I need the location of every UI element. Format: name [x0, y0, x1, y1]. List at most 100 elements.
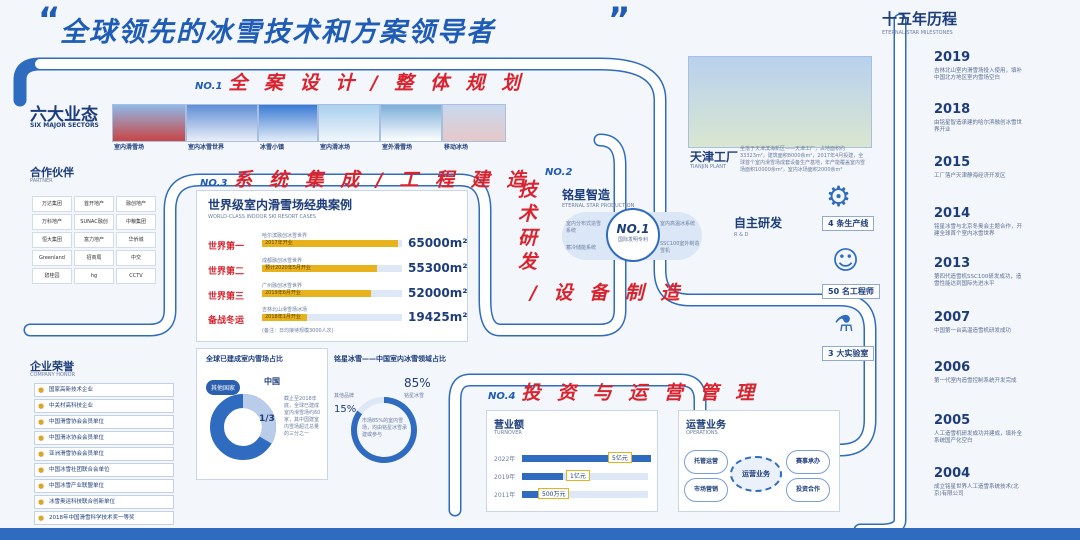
partner-logo: 首开地产 [74, 196, 114, 212]
partner-logo: 万科地产 [32, 214, 72, 230]
milestone-year: 2019 [934, 50, 971, 65]
pie-china-slice [242, 394, 276, 444]
case-area: 65000m² [408, 236, 468, 250]
mingxing-sub: ETERNAL STAR PRODUCTION [562, 203, 635, 209]
partner-logo: CCTV [116, 268, 156, 284]
plant-sub: TIANJIN PLANT [690, 164, 727, 170]
revenue-bar-fill [522, 455, 651, 462]
operations-item: 投资合作 [786, 478, 830, 502]
sector-image-6 [442, 104, 506, 142]
case-name: 广州融创冰雪世界 [262, 283, 303, 289]
operations-item: 托管运营 [684, 450, 728, 474]
honor-item: 国家高新技术企业 [34, 383, 174, 397]
milestone-year: 2018 [934, 102, 971, 117]
partner-logo: hg [74, 268, 114, 284]
case-bar-fill: 预计2020年5月开业 [262, 265, 377, 272]
partner-logo: 融创地产 [116, 196, 156, 212]
mingxing-center: NO.1 国际发明专利 [606, 208, 660, 262]
milestone-text: 第一代室内造雪控制系统开发完成 [934, 378, 1017, 384]
partners-title: 合作伙伴 [30, 166, 74, 179]
revenue-year: 2011年 [494, 492, 516, 499]
milestone-year: 2006 [934, 360, 971, 375]
milestone-text: 工厂落户天津静海经济开发区 [934, 173, 1006, 179]
revenue-title: 营业额 [494, 420, 524, 431]
sector-image-3 [258, 104, 318, 142]
milestone-text: 第四代造雪机SSC100研发成功，造雪性能达到国际先进水平 [934, 274, 1022, 287]
case-bar-fill: 2019年6月开业 [262, 290, 371, 297]
engineer-icon: ☺ [832, 246, 860, 276]
partner-logo: Greenland [32, 250, 72, 266]
milestone-text: 铭星冰雪与北京冬奥会主题合作，开建全球首个室内冰雪世界 [934, 224, 1023, 237]
cases-note: (备注：日均接待规模3000人次) [262, 328, 334, 334]
sector-label: 冰雪小镇 [260, 144, 285, 151]
partner-logo: 碧桂园 [32, 268, 72, 284]
honor-item: 中关村高科技企业 [34, 399, 174, 413]
stage-2-no: NO.2 [545, 167, 573, 178]
case-rank: 世界第三 [208, 292, 245, 302]
sector-image-2 [186, 104, 258, 142]
rd-title: 自主研发 [734, 216, 783, 230]
share-donut [351, 397, 417, 463]
open-quote: “ [38, 0, 61, 40]
milestone-year: 2004 [934, 466, 971, 481]
revenue-label: 5亿元 [608, 452, 632, 463]
milestone-year: 2013 [934, 256, 971, 271]
revenue-year: 2022年 [494, 456, 516, 463]
case-name: 哈尔滨融创冰雪世界 [262, 233, 308, 239]
stage-2-vertical: 技 术 研 发 [518, 179, 543, 273]
rd-item: 4 条生产线 [822, 216, 875, 231]
share-big-label: 铭星冰雪 [404, 393, 425, 399]
milestone-text: 成立铭星世界人工造雪系统技术(北京)有限公司 [934, 484, 1019, 497]
partner-logo: 中交 [116, 250, 156, 266]
operations-sub: OPERATIONS [686, 430, 718, 436]
sector-label: 室内冰雪世界 [188, 144, 225, 151]
cases-title: 世界级室内滑雪场经典案例 [208, 198, 353, 212]
pie-china-label: 中国 [264, 377, 280, 386]
rd-item: 3 大实验室 [822, 346, 875, 361]
partner-logo: 恒大集团 [32, 232, 72, 248]
partners-sub: PARTNER [30, 178, 53, 184]
six-sectors-sub: SIX MAJOR SECTORS [30, 122, 99, 129]
page-title: 全球领先的冰雪技术和方案领导者 [60, 17, 495, 48]
honor-item: 中国滑冰协会会员单位 [34, 431, 174, 445]
partner-logo: 华侨城 [116, 232, 156, 248]
case-area: 55300m² [408, 261, 468, 275]
milestone-year: 2007 [934, 310, 971, 325]
close-quote: ” [608, 0, 631, 40]
mingxing-item: 室内分布式造雪系统 [566, 221, 602, 234]
revenue-sub: TURNOVER [494, 430, 522, 436]
honor-item: 亚洲滑雪协会会员单位 [34, 447, 174, 461]
pie-text: 截止至2018年底，全球已建成室内滑雪场约60家，其中国建室内雪场超过总量的三分… [284, 396, 321, 437]
case-rank: 备战冬运 [208, 316, 245, 326]
partner-logo: 富力地产 [74, 232, 114, 248]
revenue-year: 2019年 [494, 474, 516, 481]
pie-title: 全球已建成室内雪场占比 [206, 355, 283, 363]
revenue-bar-fill [522, 491, 538, 498]
sector-image-1 [112, 104, 186, 142]
partner-logo: 中粮集团 [116, 214, 156, 230]
milestone-text: 中国第一台高温造雪机研发成功 [934, 328, 1012, 334]
revenue-bar-track [522, 491, 648, 498]
case-area: 19425m² [408, 310, 468, 324]
honor-item: 中国冰雪产业联盟单位 [34, 479, 174, 493]
plant-title: 天津工厂 [690, 150, 739, 164]
honors-sub: COMPANY HONOR [30, 372, 76, 378]
honors-title: 企业荣誉 [30, 360, 74, 373]
milestones-title: 十五年历程 [882, 10, 958, 28]
mingxing-title: 铭星智造 [562, 188, 611, 202]
case-bar-track [262, 314, 402, 321]
gear-icon: ⚙ [826, 180, 852, 213]
case-name: 成都融创冰雪世界 [262, 258, 303, 264]
operations-center: 运营业务 [730, 456, 782, 492]
revenue-label: 500万元 [538, 488, 570, 499]
cases-sub: WORLD-CLASS INDOOR SKI RESORT CASES [208, 214, 316, 220]
stage-2-horizontal: / 设 备 制 造 [530, 282, 685, 304]
partner-logo: 招商局 [74, 250, 114, 266]
partner-logo: 万达集团 [32, 196, 72, 212]
milestone-text: 吉林北山室内滑雪场投入使用，填补中国北方地区室内雪场空白 [934, 68, 1023, 81]
honor-item: 2018年中国滑雪科学技术奖一等奖 [34, 511, 174, 525]
partner-logo: SUNAC融创 [74, 214, 114, 230]
